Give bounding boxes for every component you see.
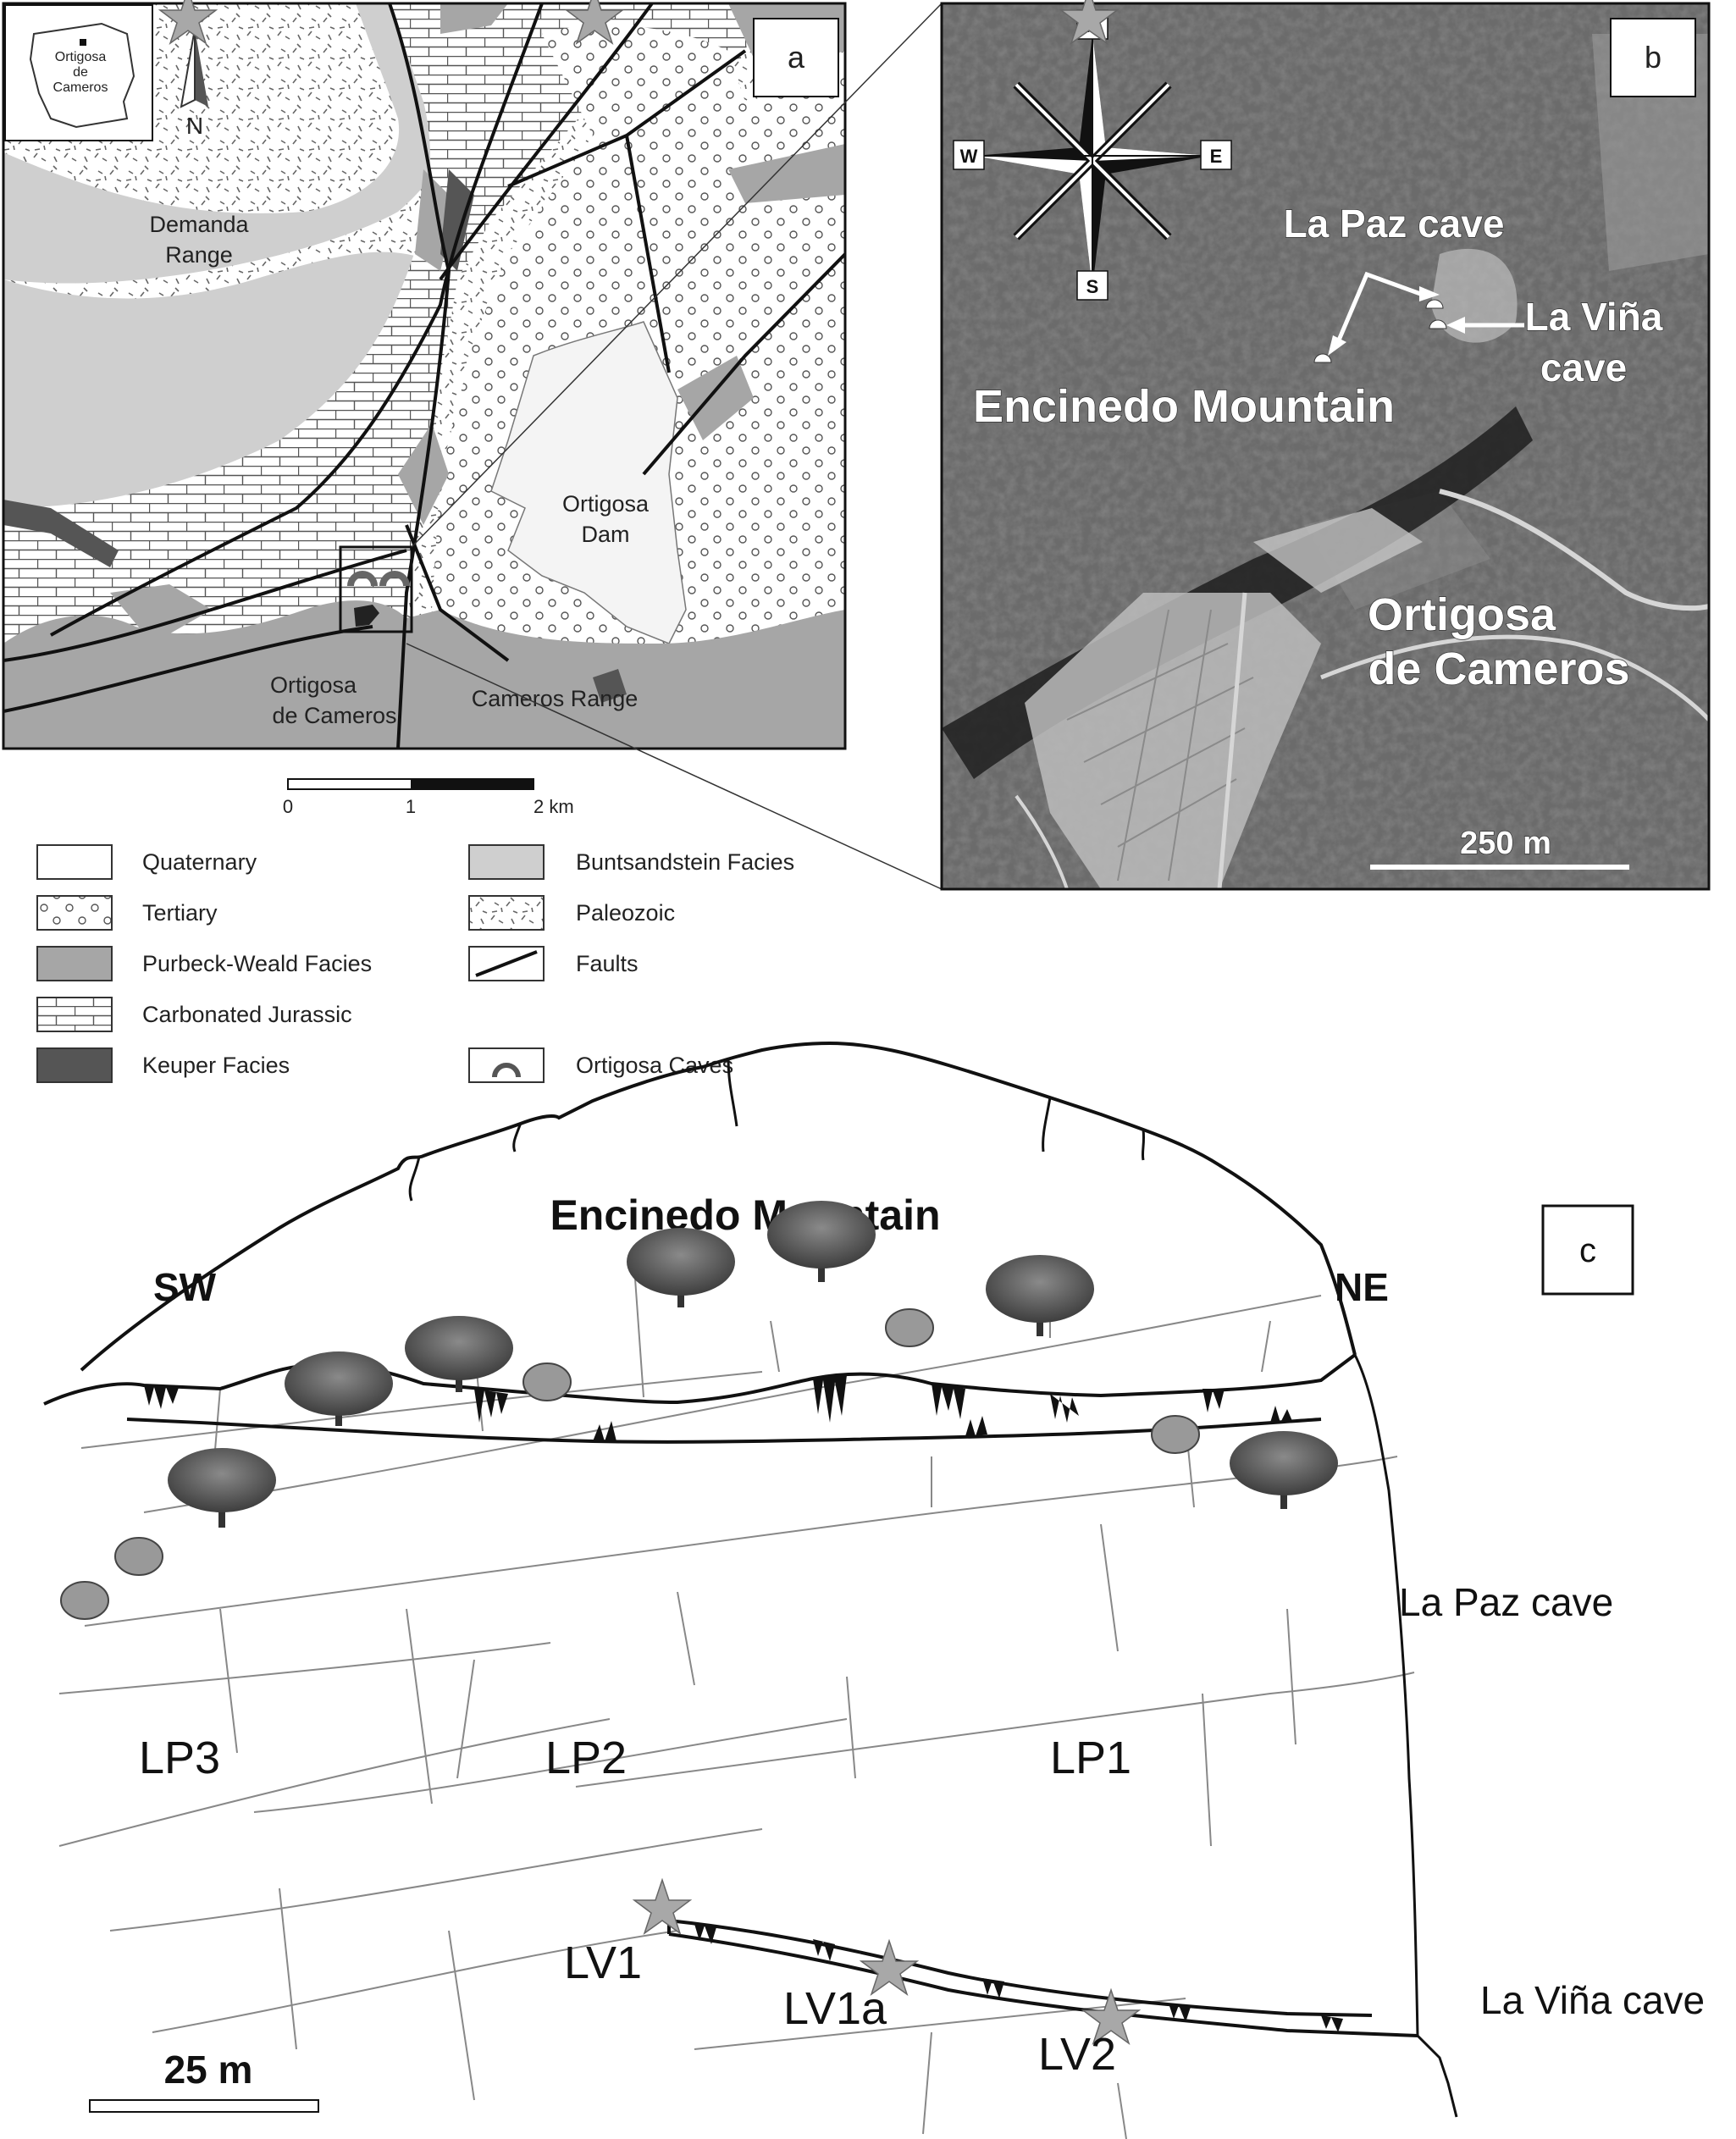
tree-icon xyxy=(405,1316,513,1392)
cliff-outline xyxy=(1353,1354,1458,2118)
label-dam-2: Dam xyxy=(581,522,629,547)
station-star-icon xyxy=(1059,0,1120,45)
label-ne: NE xyxy=(1335,1265,1389,1309)
tree-icon xyxy=(627,1228,735,1307)
label-dam-1: Ortigosa xyxy=(562,491,650,517)
station-star-icon xyxy=(158,0,218,45)
legend: Quaternary Tertiary Purbeck-Weald Facies… xyxy=(36,844,794,1083)
la-vina-cave-roof xyxy=(668,1919,1373,2017)
arrow-icon xyxy=(1335,271,1524,343)
connector-line xyxy=(411,3,943,548)
inset-label-1: Ortigosa xyxy=(55,50,107,64)
label-sw: SW xyxy=(153,1265,217,1309)
swatch-purbeck xyxy=(36,946,113,981)
label-la-vina-c: La Viña cave xyxy=(1480,1978,1705,2022)
station-star-icon xyxy=(564,0,625,45)
label-ortigosa-1: Ortigosa xyxy=(270,672,357,698)
inset-label-2: de xyxy=(73,65,88,80)
scale-a-tick-0: 0 xyxy=(283,796,293,817)
panel-c-letter: c xyxy=(1579,1232,1596,1269)
station-lp1: LP1 xyxy=(1050,1733,1131,1783)
scale-a-tick-2: 2 km xyxy=(534,796,574,817)
label-cameros: Cameros Range xyxy=(472,686,639,711)
label-la-paz-c: La Paz cave xyxy=(1399,1580,1613,1624)
section-title: Encinedo Mountain xyxy=(550,1191,940,1239)
swatch-tertiary xyxy=(36,895,113,931)
station-star-icon xyxy=(859,1938,920,1996)
cave-marker xyxy=(1313,299,1447,363)
label-ortigosa-b-2: de Cameros xyxy=(1368,644,1629,694)
legend-label: Paleozoic xyxy=(576,900,675,926)
swatch-quaternary xyxy=(36,844,113,880)
station-star-icon xyxy=(1081,1987,1142,2045)
panel-b-photo: b N S W E xyxy=(940,2,1711,891)
scale-c-label: 25 m xyxy=(164,2048,253,2092)
legend-label: Keuper Facies xyxy=(142,1053,290,1078)
station-lv2: LV2 xyxy=(1038,2029,1116,2080)
scale-b-label: 250 m xyxy=(1460,826,1551,861)
tree-icon xyxy=(285,1351,393,1426)
scale-a-tick-1: 1 xyxy=(406,796,416,817)
legend-label: Quaternary xyxy=(142,849,257,875)
label-encinedo-b: Encinedo Mountain xyxy=(973,381,1395,432)
legend-label: Purbeck-Weald Facies xyxy=(142,951,372,976)
tree-icon xyxy=(986,1255,1094,1336)
compass-e: E xyxy=(1210,146,1223,167)
arrow-head-icon xyxy=(1446,317,1465,334)
panel-a-map: Ortigosa de Cameros N a Demanda Range Or… xyxy=(2,2,847,817)
station-lv1a: LV1a xyxy=(783,1983,887,2034)
station-lp3: LP3 xyxy=(139,1733,220,1783)
la-vina-cave-floor xyxy=(668,1932,1418,2037)
cave-icon xyxy=(492,1063,521,1078)
la-paz-cave-floor xyxy=(126,1418,1322,1444)
inset-label-3: Cameros xyxy=(53,80,108,95)
arrow-head-icon xyxy=(1328,335,1346,356)
compass-w: W xyxy=(960,146,978,167)
tree-icon xyxy=(168,1448,276,1528)
connector-line xyxy=(406,643,943,890)
label-demanda-1: Demanda xyxy=(149,212,249,237)
label-ortigosa-b-1: Ortigosa xyxy=(1368,589,1556,640)
north-label: N xyxy=(186,113,203,139)
panel-c-section: Encinedo Mountain SW NE c xyxy=(43,0,1705,2139)
la-paz-cave-roof xyxy=(43,1353,1357,1406)
compass-s: S xyxy=(1086,276,1099,297)
scale-bar-c xyxy=(89,2099,319,2113)
label-demanda-2: Range xyxy=(165,242,233,268)
station-lp2: LP2 xyxy=(545,1733,627,1783)
mountain-outline xyxy=(80,1041,1357,1372)
swatch-jurassic xyxy=(36,997,113,1032)
label-la-paz-b: La Paz cave xyxy=(1284,202,1505,246)
scale-bar-a: 0 1 2 km xyxy=(283,778,574,817)
label-ortigosa-2: de Cameros xyxy=(272,703,396,728)
swatch-keuper xyxy=(36,1047,113,1083)
legend-label: Buntsandstein Facies xyxy=(576,849,794,875)
tree-icon xyxy=(767,1201,876,1282)
swatch-bunt xyxy=(468,844,545,880)
legend-label: Faults xyxy=(576,951,639,976)
legend-label: Carbonated Jurassic xyxy=(142,1002,352,1027)
panel-a-letter: a xyxy=(788,40,805,75)
swatch-paleozoic xyxy=(468,895,545,931)
compass-rose-icon xyxy=(974,34,1211,288)
north-arrow-icon xyxy=(180,28,208,108)
legend-label: Tertiary xyxy=(142,900,218,926)
tree-icon xyxy=(1230,1431,1338,1509)
station-star-icon xyxy=(632,1877,693,1935)
arrow-head-icon xyxy=(1419,286,1440,301)
station-lv1: LV1 xyxy=(564,1937,642,1988)
shrub-icon xyxy=(60,1308,1200,1620)
label-la-vina-b-2: cave xyxy=(1540,345,1627,390)
panel-b-letter: b xyxy=(1645,40,1661,75)
label-la-vina-b-1: La Viña xyxy=(1525,295,1663,339)
